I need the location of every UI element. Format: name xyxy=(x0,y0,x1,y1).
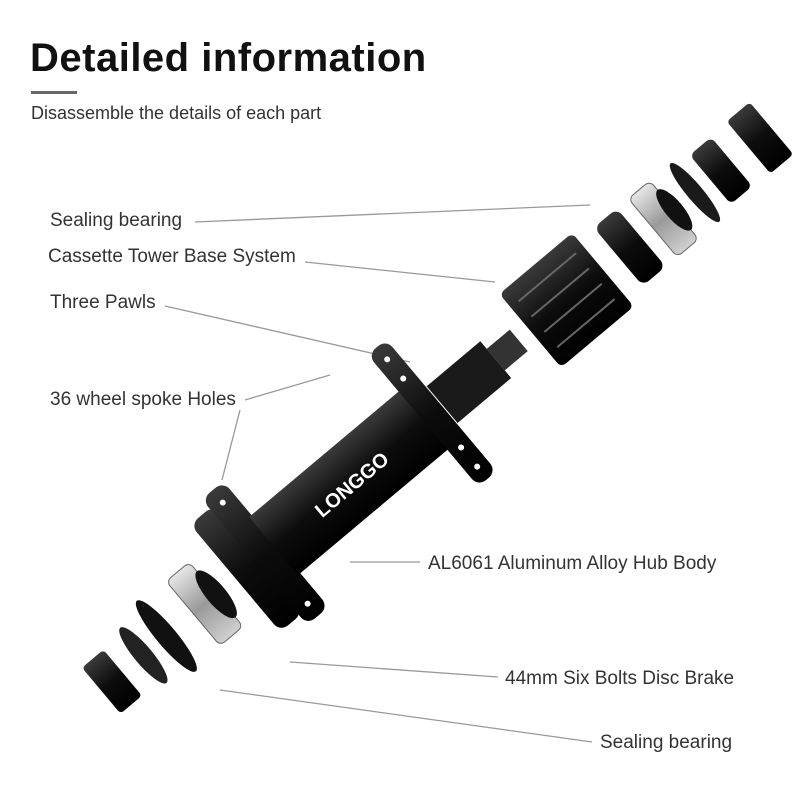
page-subtitle: Disassemble the details of each part xyxy=(31,103,322,123)
pawls xyxy=(426,341,512,424)
label-spoke-holes: 36 wheel spoke Holes xyxy=(50,389,236,410)
leader-sealing-bearing-bottom xyxy=(219,689,593,743)
leader-sealing-bearing-top xyxy=(194,204,591,223)
leader-spoke-holes-a xyxy=(244,374,331,401)
end-nut-right xyxy=(728,103,792,172)
leader-cassette xyxy=(304,261,496,283)
label-disc-brake: 44mm Six Bolts Disc Brake xyxy=(505,668,735,689)
leader-disc-brake xyxy=(289,661,499,678)
end-nut-left xyxy=(83,651,141,713)
label-pawls: Three Pawls xyxy=(50,292,156,313)
lock-ring-right xyxy=(692,139,750,202)
label-cassette: Cassette Tower Base System xyxy=(48,246,296,267)
washer-left-2 xyxy=(135,600,197,672)
title-underline xyxy=(31,91,77,94)
hub-body xyxy=(249,388,452,576)
label-sealing-bearing-top: Sealing bearing xyxy=(50,210,183,231)
leader-pawls xyxy=(164,305,411,363)
washer-left-1 xyxy=(119,627,168,684)
leader-lines xyxy=(164,204,593,743)
label-hub-body: AL6061 Aluminum Alloy Hub Body xyxy=(428,553,717,574)
washer-right xyxy=(669,162,721,223)
flange-left xyxy=(205,485,325,621)
cassette-freehub xyxy=(501,235,632,366)
page-title: Detailed information xyxy=(30,36,427,80)
leader-spoke-holes-b xyxy=(221,409,241,481)
label-sealing-bearing-bottom: Sealing bearing xyxy=(600,732,733,753)
dust-cap xyxy=(597,211,663,283)
disc-brake-mount xyxy=(194,509,300,628)
